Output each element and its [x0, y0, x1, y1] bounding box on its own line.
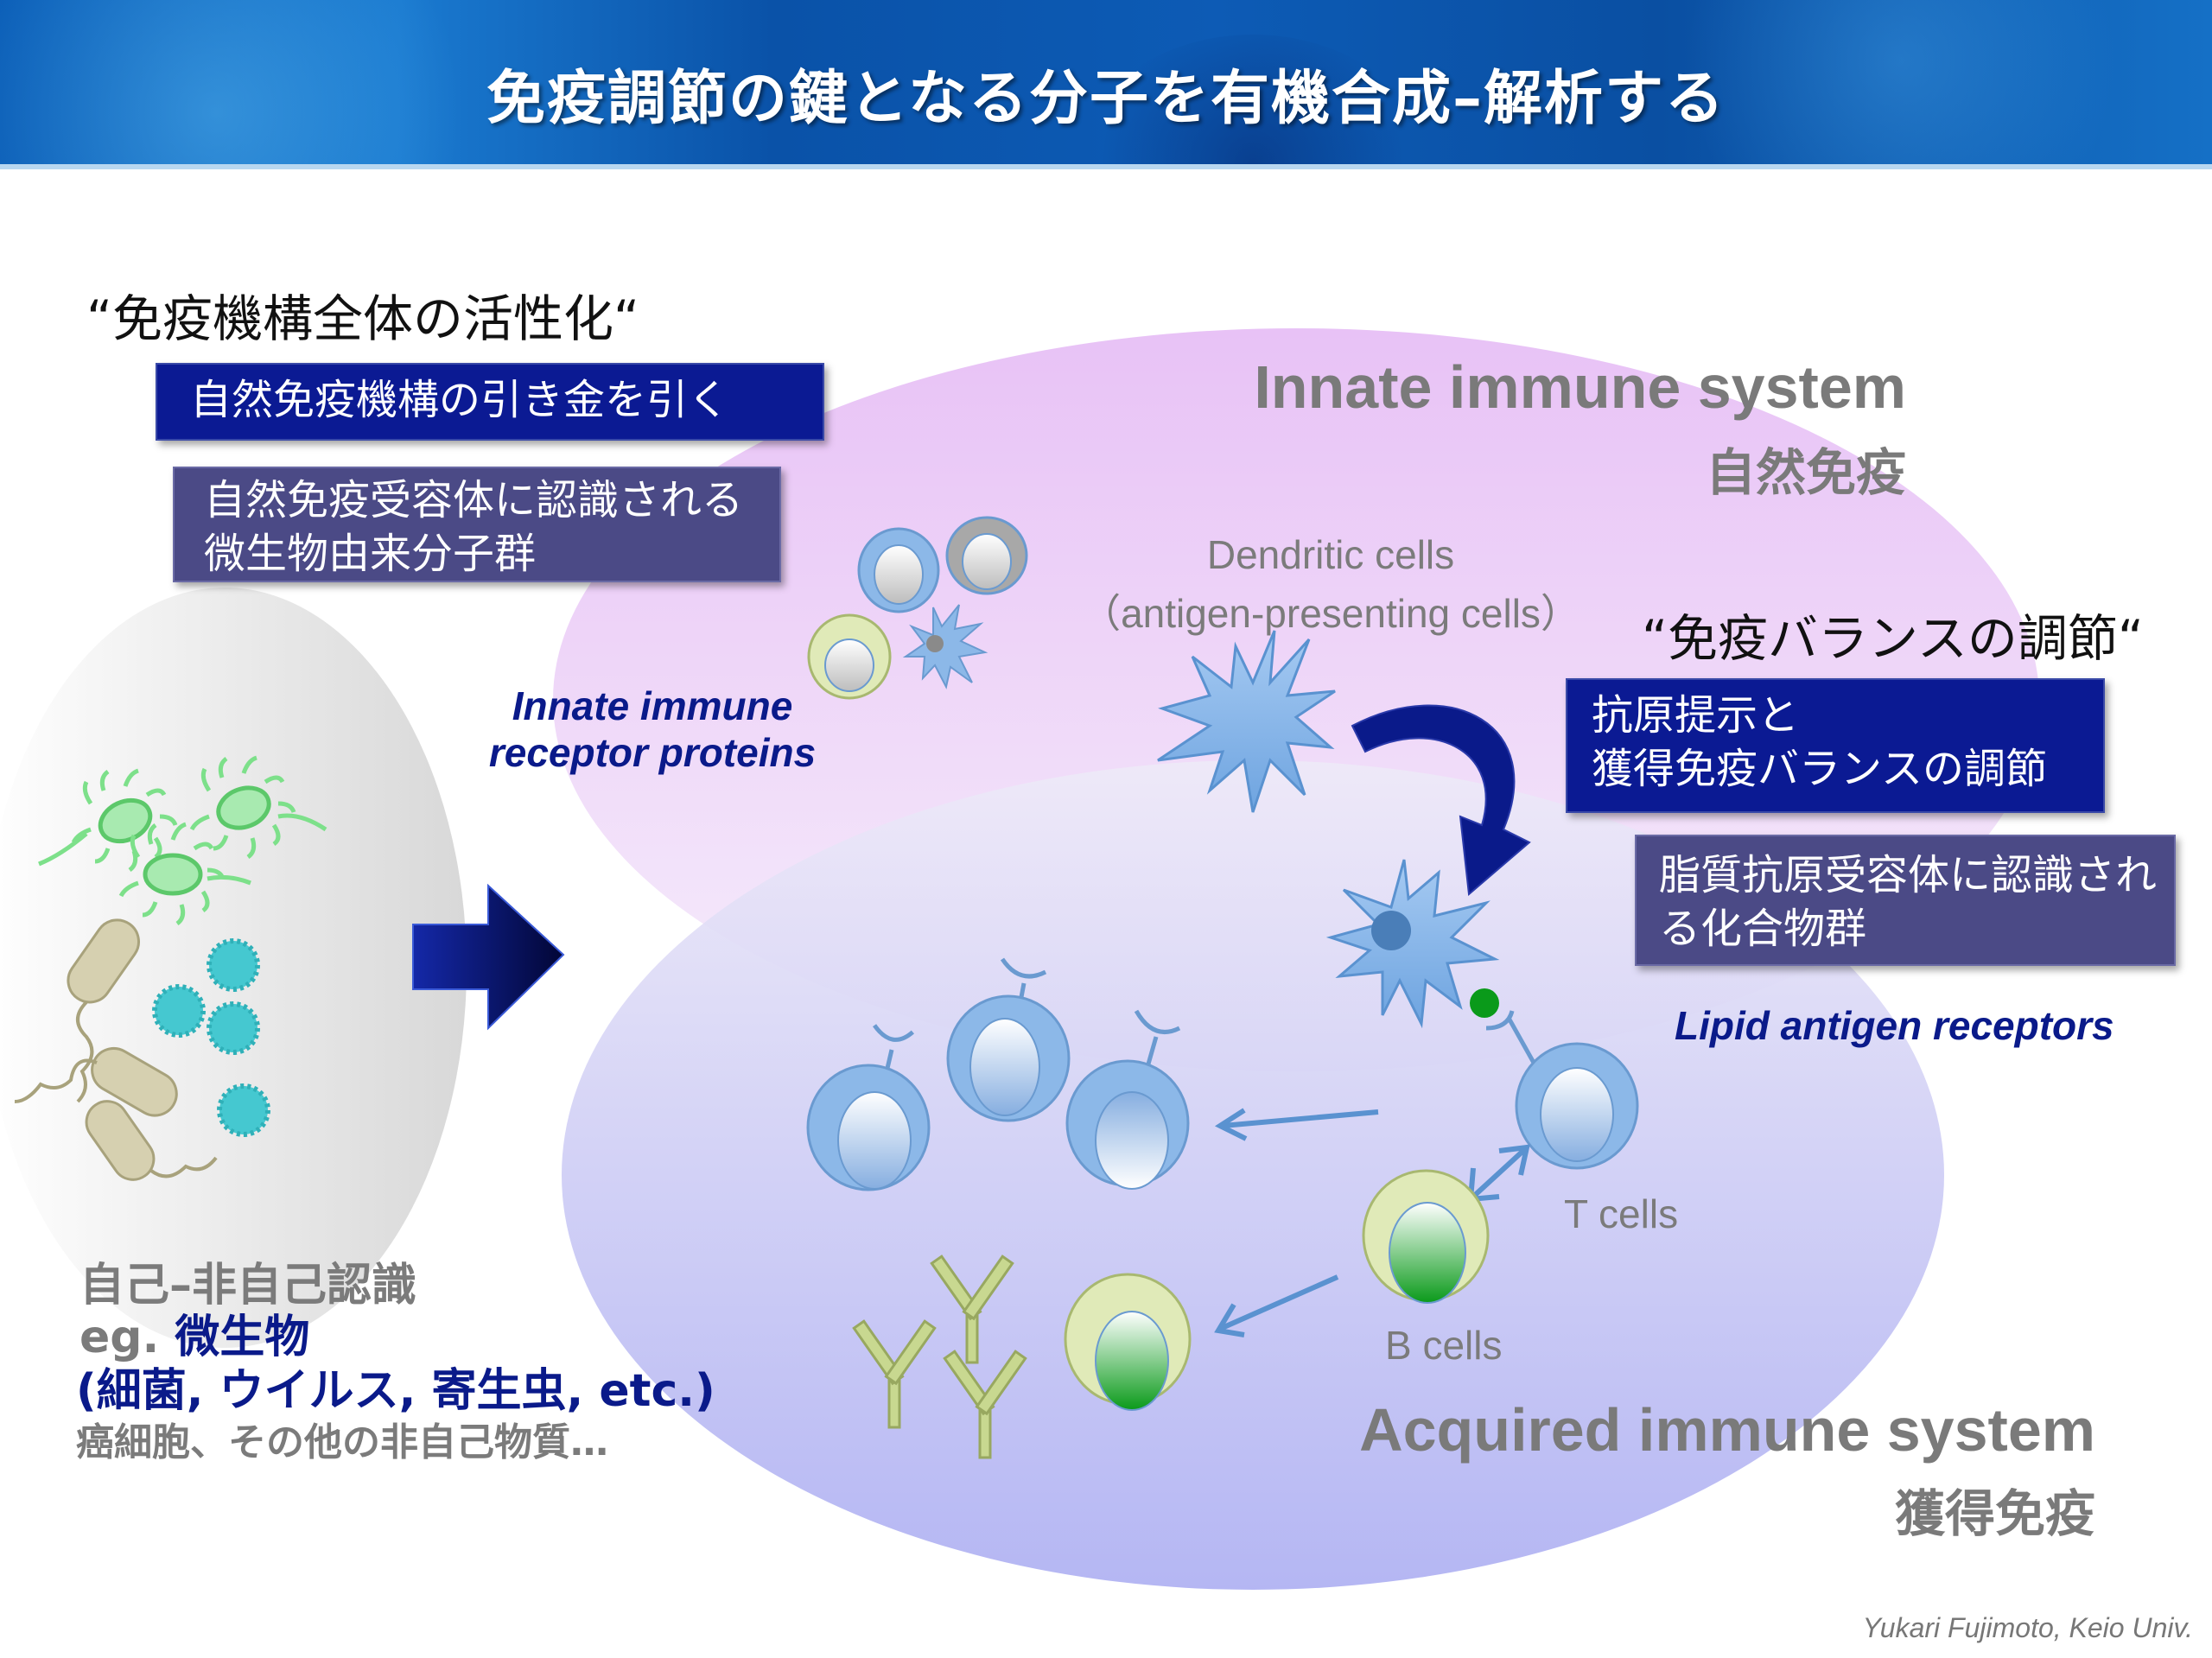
right-arrow-icon — [412, 883, 565, 1031]
header-banner: 免疫調節の鍵となる分子を有機合成–解析する — [0, 0, 2212, 169]
lipid-antigen-compounds-box: 脂質抗原受容体に認識され る化合物群 — [1635, 835, 2176, 966]
b-cells-label: B cells — [1385, 1323, 1503, 1368]
plasma-cell-icon — [1064, 1273, 1192, 1411]
other-nonself-targets: 癌細胞、その他の非自己物質… — [76, 1420, 608, 1464]
antigen-presentation-line-2: 獲得免疫バランスの調節 — [1592, 745, 2048, 793]
dendritic-cells-label-line-2: （antigen-presenting cells） — [1081, 591, 1580, 636]
b-cell-icon — [1362, 1169, 1490, 1304]
bacteria-icon — [38, 755, 327, 926]
innate-receptor-label-line-1: Innate immune — [512, 683, 793, 728]
differentiation-arrow-icon — [1214, 1274, 1339, 1337]
acquired-immune-region — [562, 760, 1944, 1590]
dendritic-cell-icon — [1157, 630, 1336, 813]
innate-receptor-label: Innate immune receptor proteins — [467, 683, 838, 776]
eg-line: eg. 微生物 — [79, 1312, 309, 1363]
virus-icon — [152, 938, 270, 1137]
dendritic-cells-label: Dendritic cells （antigen-presenting cell… — [1071, 525, 1590, 643]
t-cell-icon — [1485, 1010, 1639, 1170]
eg-prefix: eg. — [79, 1312, 160, 1363]
t-cells-label: T cells — [1564, 1191, 1679, 1236]
lipid-antigen-compounds-line-1: 脂質抗原受容体に認識され — [1659, 851, 2158, 899]
page-title: 免疫調節の鍵となる分子を有機合成–解析する — [486, 65, 1726, 133]
activated-dendritic-cell-icon — [1325, 859, 1500, 1029]
rod-bacterium-icon — [14, 918, 218, 1181]
microbe-examples: (細菌, ウイルス, 寄生虫, etc.) — [76, 1365, 715, 1417]
dendritic-cells-label-line-1: Dendritic cells — [1206, 532, 1455, 577]
microbial-molecules-line-2: 微生物由来分子群 — [204, 530, 537, 578]
curved-arrow-icon — [1351, 704, 1531, 896]
lipid-antigen-compounds-line-2: る化合物群 — [1659, 905, 1867, 953]
header-decoration — [1642, 0, 2160, 169]
author-credit: Yukari Fujimoto, Keio Univ. — [1862, 1612, 2193, 1643]
immune-balance-heading: “免疫バランスの調節“ — [1642, 609, 2144, 668]
acquired-system-subtitle: 獲得免疫 — [1894, 1484, 2095, 1543]
trigger-innate-immunity-box: 自然免疫機構の引き金を引く — [156, 363, 824, 441]
t-b-interaction-arrow-icon — [1467, 1144, 1530, 1203]
immune-activation-heading: “免疫機構全体の活性化“ — [86, 289, 640, 348]
microbial-molecules-line-1: 自然免疫受容体に認識される — [204, 476, 744, 524]
microbial-molecules-box: 自然免疫受容体に認識される 微生物由来分子群 — [173, 467, 781, 582]
innate-system-subtitle: 自然免疫 — [1705, 443, 1906, 502]
header-divider — [0, 164, 2212, 169]
acquired-system-title: Acquired immune system — [1359, 1396, 2095, 1464]
innate-receptor-label-line-2: receptor proteins — [488, 730, 817, 775]
innate-system-title: Innate immune system — [1254, 353, 1906, 421]
innate-immune-cells-icon — [807, 516, 1028, 700]
eg-microbes: 微生物 — [175, 1312, 310, 1363]
antibody-icon — [852, 1255, 1027, 1459]
antigen-presentation-line-1: 抗原提示と — [1592, 691, 1800, 740]
antigen-presentation-box: 抗原提示と 獲得免疫バランスの調節 — [1566, 678, 2105, 813]
trigger-innate-immunity-text: 自然免疫機構の引き金を引く — [190, 376, 730, 424]
proliferation-arrow-icon — [1214, 1108, 1379, 1141]
header-decoration — [0, 0, 518, 169]
lipid-antigen-receptors-label: Lipid antigen receptors — [1675, 1003, 2114, 1048]
self-nonself-title: 自己–非自己認識 — [79, 1260, 417, 1312]
proliferated-t-cells-icon — [806, 957, 1190, 1191]
